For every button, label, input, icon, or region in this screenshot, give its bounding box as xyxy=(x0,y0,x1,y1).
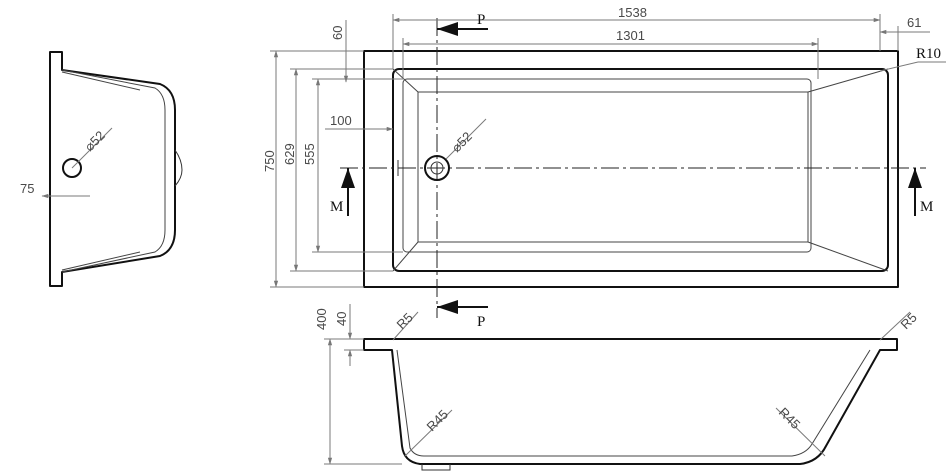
drain-outer xyxy=(424,155,450,181)
height-total-label: 400 xyxy=(314,308,329,330)
svg-text:M: M xyxy=(330,199,343,215)
drain-offset-label: 100 xyxy=(330,113,352,128)
section-marker-m-left: M xyxy=(330,168,355,216)
width-mid-label: 629 xyxy=(282,143,297,165)
section-view: 400 40 R5 R5 R45 R45 xyxy=(314,304,920,471)
rim-right-label: 61 xyxy=(907,15,921,30)
width-total-label: 750 xyxy=(262,150,277,172)
rim-thickness-label: 40 xyxy=(334,312,349,326)
corner-radius-label: R10 xyxy=(916,46,941,62)
svg-text:M: M xyxy=(920,199,933,215)
svg-text:P: P xyxy=(477,314,485,330)
side-drain-hole xyxy=(62,158,82,178)
top-view: 1538 1301 61 60 R10 100 ⌀52 750 xyxy=(262,5,946,330)
side-drain-offset-label: 75 xyxy=(20,181,34,196)
section-marker-p-top: P xyxy=(437,12,488,36)
svg-text:P: P xyxy=(477,12,485,28)
rim-radius-left-label: R5 xyxy=(394,310,416,332)
side-view: ⌀52 75 xyxy=(20,51,183,287)
bottom-radius-right-label: R45 xyxy=(776,405,803,432)
side-drain-diameter-label: ⌀52 xyxy=(82,128,108,154)
length-total-label: 1538 xyxy=(618,5,647,20)
drain-inner xyxy=(430,161,444,175)
section-marker-p-bottom: P xyxy=(437,300,488,330)
width-inner-label: 555 xyxy=(302,143,317,165)
drain-diameter-label: ⌀52 xyxy=(449,129,475,155)
rim-top-label: 60 xyxy=(330,26,345,40)
bottom-radius-left-label: R45 xyxy=(424,407,451,434)
length-inner-label: 1301 xyxy=(616,28,645,43)
section-marker-m-right: M xyxy=(908,168,933,216)
rim-radius-right-label: R5 xyxy=(898,310,920,332)
